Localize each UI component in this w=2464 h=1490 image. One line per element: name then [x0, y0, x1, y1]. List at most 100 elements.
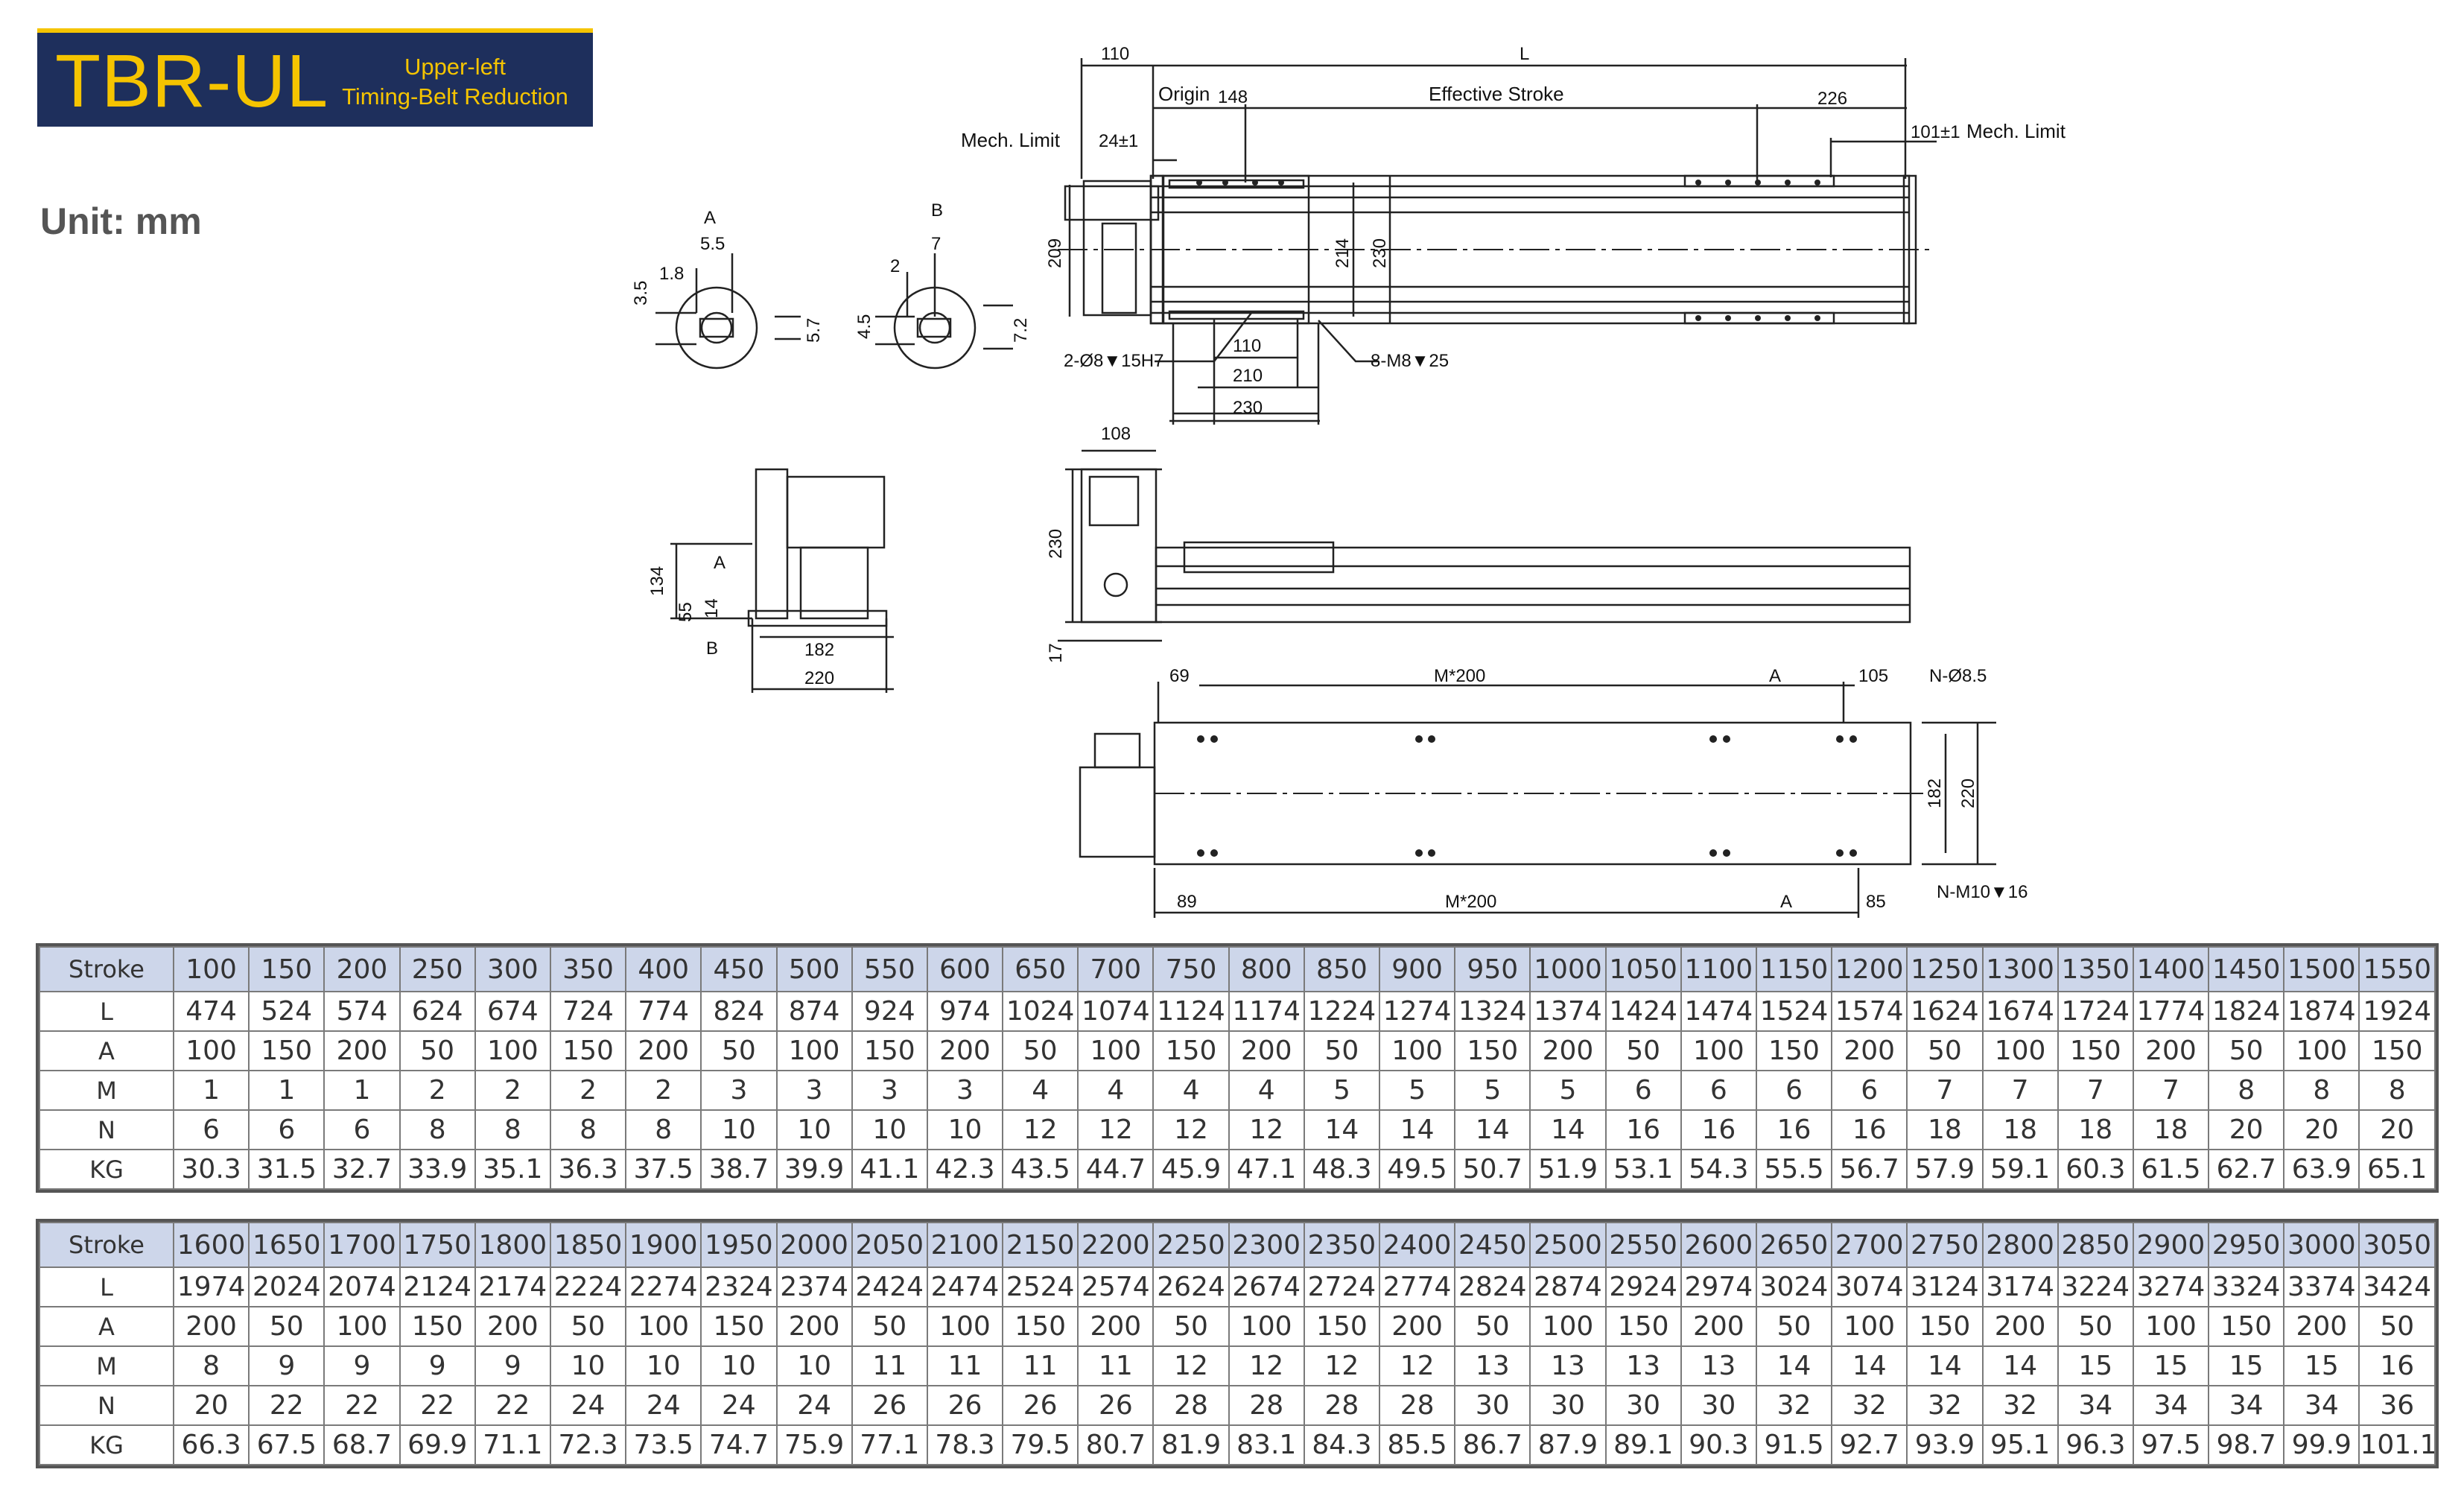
table-cell: 16: [1604, 1109, 1682, 1150]
table-cell: 15: [2132, 1345, 2210, 1386]
table-cell: 50: [2358, 1306, 2436, 1347]
table-cell: 1324: [1454, 991, 1531, 1032]
table-cell: 10: [549, 1345, 627, 1386]
table-cell: 1074: [1077, 991, 1155, 1032]
table-cell: 3: [700, 1070, 778, 1111]
table-cell: 1124: [1152, 991, 1230, 1032]
table-cell: 81.9: [1152, 1424, 1230, 1465]
table-cell: 14: [1378, 1109, 1456, 1150]
table-cell: 2774: [1378, 1266, 1456, 1307]
plan-n-hole: N-Ø8.5: [1929, 666, 1987, 686]
table-cell: 8: [625, 1109, 702, 1150]
table-cell: 6: [1680, 1070, 1757, 1111]
table-cell: 65.1: [2358, 1149, 2436, 1190]
table-cell: 12: [1228, 1345, 1305, 1386]
table-cell: 30: [1604, 1385, 1682, 1426]
table-cell: 99.9: [2283, 1424, 2360, 1465]
table-cell: 1924: [2358, 991, 2436, 1032]
table-cell: 34: [2057, 1385, 2134, 1426]
table-cell: 12: [1152, 1109, 1230, 1150]
table-cell: 100: [1529, 1306, 1607, 1347]
stroke-cell: 1250: [1906, 946, 1984, 992]
stroke-cell: 100: [172, 946, 250, 992]
table-cell: 1024: [1002, 991, 1079, 1032]
table-cell: 34: [2208, 1385, 2285, 1426]
table-cell: 26: [926, 1385, 1004, 1426]
table-cell: 11: [1077, 1345, 1155, 1386]
table-cell: 1624: [1906, 991, 1984, 1032]
table-cell: 10: [926, 1109, 1004, 1150]
table-cell: 44.7: [1077, 1149, 1155, 1190]
table-cell: 26: [1077, 1385, 1155, 1426]
table-cell: 1374: [1529, 991, 1607, 1032]
table-cell: 78.3: [926, 1424, 1004, 1465]
table-cell: 50: [1454, 1306, 1531, 1347]
table-cell: 200: [926, 1030, 1004, 1071]
table-cell: 2574: [1077, 1266, 1155, 1307]
stroke-cell: 2100: [926, 1222, 1004, 1268]
table-cell: 18: [1906, 1109, 1984, 1150]
table-cell: 50.7: [1454, 1149, 1531, 1190]
table-cell: 50: [1303, 1030, 1381, 1071]
table-cell: 84.3: [1303, 1424, 1381, 1465]
table-cell: 11: [1002, 1345, 1079, 1386]
table-cell: 47.1: [1228, 1149, 1305, 1190]
table-cell: 2924: [1604, 1266, 1682, 1307]
table-cell: 50: [549, 1306, 627, 1347]
table-cell: 2624: [1152, 1266, 1230, 1307]
table-cell: 37.5: [625, 1149, 702, 1190]
stroke-cell: 750: [1152, 946, 1230, 992]
model-badge: TBR-UL Upper-left Timing-Belt Reduction: [37, 28, 593, 127]
table-cell: 6: [172, 1109, 250, 1150]
stroke-cell: 2150: [1002, 1222, 1079, 1268]
table-cell: 32: [1755, 1385, 1833, 1426]
table-cell: 28: [1228, 1385, 1305, 1426]
detail-a-57: 5.7: [804, 318, 824, 343]
stroke-cell: 2450: [1454, 1222, 1531, 1268]
table-cell: 150: [2057, 1030, 2134, 1071]
table-cell: 26: [851, 1385, 928, 1426]
table-cell: 28: [1378, 1385, 1456, 1426]
table-cell: 89.1: [1604, 1424, 1682, 1465]
stroke-cell: 950: [1454, 946, 1531, 992]
table-cell: 50: [248, 1306, 326, 1347]
table-cell: 200: [2283, 1306, 2360, 1347]
end-view: [670, 468, 894, 693]
detail-b-7: 7: [931, 234, 941, 254]
table-cell: 12: [1002, 1109, 1079, 1150]
table-cell: 150: [1604, 1306, 1682, 1347]
detail-a-18: 1.8: [659, 264, 684, 284]
side-view: [1058, 449, 1911, 642]
table-cell: 1224: [1303, 991, 1381, 1032]
table-cell: 2124: [399, 1266, 476, 1307]
table-cell: 2424: [851, 1266, 928, 1307]
plan-m200-bot: M*200: [1445, 892, 1496, 912]
table-cell: 200: [1981, 1306, 2059, 1347]
table-cell: 45.9: [1152, 1149, 1230, 1190]
table-cell: 32: [1981, 1385, 2059, 1426]
mech-limit-left-label: Mech. Limit: [961, 129, 1061, 151]
table-cell: 674: [474, 991, 551, 1032]
table-cell: 2374: [775, 1266, 853, 1307]
stroke-cell: 150: [248, 946, 326, 992]
table-cell: 50: [1002, 1030, 1079, 1071]
table-cell: 1724: [2057, 991, 2134, 1032]
detail-a-55: 5.5: [700, 234, 725, 254]
table-cell: 22: [323, 1385, 401, 1426]
dim-24: 24±1: [1099, 131, 1138, 151]
table-cell: 3: [775, 1070, 853, 1111]
table-cell: 624: [399, 991, 476, 1032]
unit-label: Unit: mm: [40, 200, 202, 242]
effective-stroke-label: Effective Stroke: [1429, 83, 1564, 105]
table-cell: 12: [1077, 1109, 1155, 1150]
technical-drawing: L 110 Origin 148 Effective Stroke 226 Me…: [631, 44, 2066, 918]
dim-101: 101±1: [1911, 122, 1960, 142]
table-cell: 200: [625, 1030, 702, 1071]
row-label: N: [39, 1385, 174, 1426]
end-B: B: [706, 638, 718, 659]
table-cell: 30.3: [172, 1149, 250, 1190]
bottom-view: [1079, 682, 1996, 918]
